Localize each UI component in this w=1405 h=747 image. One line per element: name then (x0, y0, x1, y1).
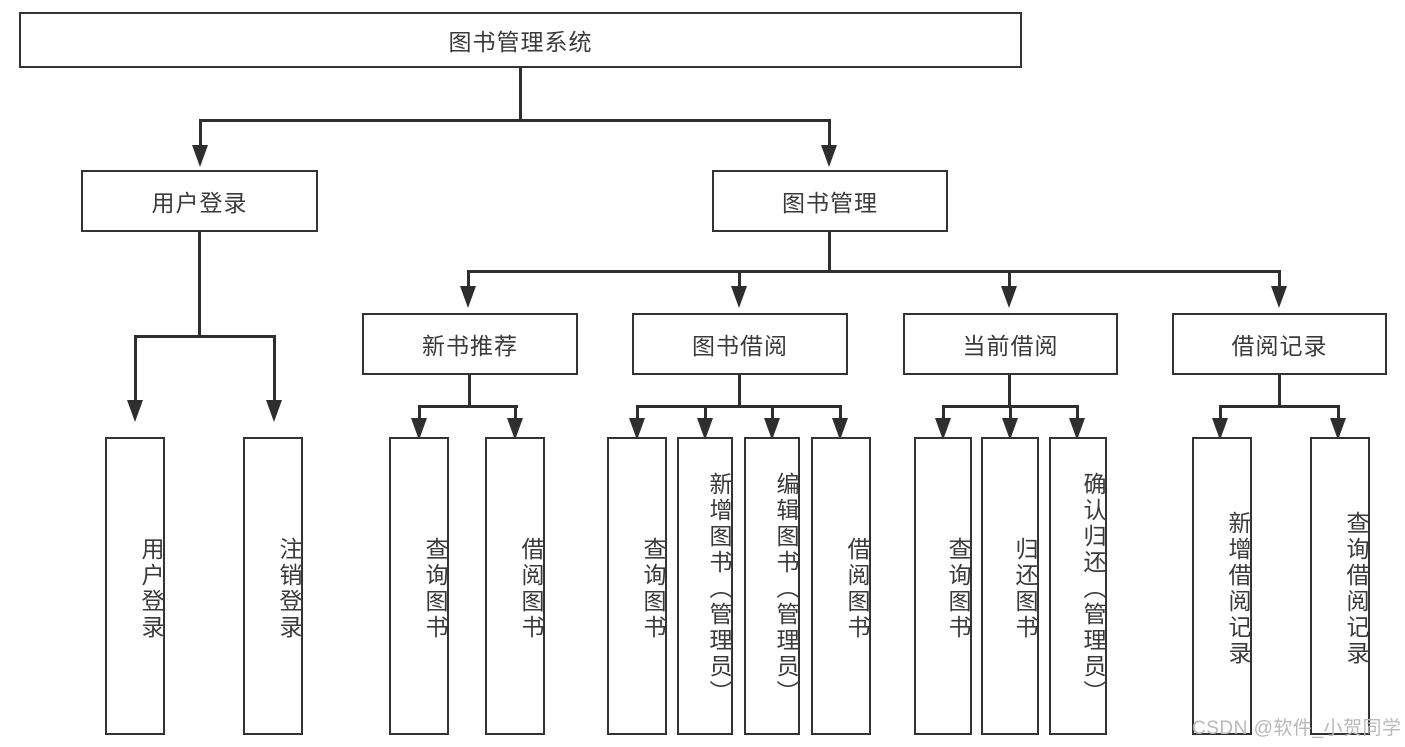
connector-new-book-drop-2 (514, 405, 517, 423)
connector-user-login-drop-2 (273, 335, 276, 405)
leaf-borrow-query-book[interactable]: 查询图书 (607, 437, 667, 735)
arrow-to-leaf-user-login (127, 400, 143, 422)
arrow-to-leaf-query-record (1330, 418, 1346, 440)
node-label: 借阅图书 (518, 537, 544, 641)
leaf-borrow-edit-book[interactable]: 编辑图书（管理员） (744, 437, 800, 735)
node-label: 图书管理 (782, 190, 878, 216)
node-borrow-record[interactable]: 借阅记录 (1172, 313, 1387, 375)
node-label: 编辑图书（管理员） (773, 472, 799, 706)
node-label: 归还图书 (1012, 537, 1038, 641)
connector-user-login-drop-1 (134, 335, 137, 405)
node-label: 借阅图书 (844, 537, 870, 641)
node-label: 借阅记录 (1231, 333, 1328, 359)
leaf-current-query-book[interactable]: 查询图书 (914, 437, 972, 735)
connector-level3-bar (467, 270, 1281, 273)
connector-book-borrow-bar (636, 405, 842, 408)
connector-root-stem (519, 68, 522, 120)
leaf-current-return-book[interactable]: 归还图书 (981, 437, 1039, 735)
connector-borrow-record-drop-2 (1337, 405, 1340, 423)
connector-book-borrow-stem (738, 375, 741, 407)
arrow-to-current-borrow (1001, 286, 1017, 308)
connector-level3-drop-3 (1008, 270, 1011, 290)
connector-new-book-stem (468, 375, 471, 407)
node-label: 新书推荐 (422, 333, 518, 359)
leaf-recommend-query-book[interactable]: 查询图书 (389, 437, 449, 735)
connector-current-borrow-drop-2 (1009, 405, 1012, 423)
node-label: 查询图书 (945, 537, 971, 641)
node-current-borrow[interactable]: 当前借阅 (903, 313, 1118, 375)
connector-new-book-bar (418, 405, 518, 408)
arrow-to-user-login (192, 145, 208, 167)
connector-level3-drop-4 (1278, 270, 1281, 290)
node-label: 查询图书 (422, 537, 448, 641)
node-label: 新增借阅记录 (1225, 511, 1251, 667)
arrow-to-leaf-borrow-book-2 (832, 418, 848, 440)
arrow-to-leaf-edit-book (764, 418, 780, 440)
node-label: 图书借阅 (692, 333, 788, 359)
connector-new-book-drop-1 (418, 405, 421, 423)
connector-user-login-bar (134, 335, 276, 338)
watermark: CSDN @软件_小贺同学 (1192, 718, 1402, 739)
leaf-record-query[interactable]: 查询借阅记录 (1310, 437, 1370, 735)
leaf-record-add[interactable]: 新增借阅记录 (1192, 437, 1252, 735)
connector-level2-drop-right (828, 119, 831, 149)
connector-book-borrow-drop-3 (771, 405, 774, 423)
arrow-to-book-borrow (731, 286, 747, 308)
leaf-current-confirm-return[interactable]: 确认归还（管理员） (1049, 437, 1107, 735)
arrow-to-borrow-record (1271, 286, 1287, 308)
node-label: 用户登录 (151, 190, 248, 216)
node-label: 查询借阅记录 (1343, 511, 1369, 667)
arrow-to-leaf-return-book (1002, 418, 1018, 440)
arrow-to-leaf-logout (266, 400, 282, 422)
connector-user-login-stem (198, 232, 201, 336)
node-label: 注销登录 (276, 537, 302, 641)
node-root-system[interactable]: 图书管理系统 (19, 12, 1022, 68)
node-label: 新增图书（管理员） (706, 472, 732, 706)
connector-book-borrow-drop-4 (839, 405, 842, 423)
arrow-to-book-management (821, 145, 837, 167)
arrow-to-leaf-query-book-2 (629, 418, 645, 440)
arrow-to-leaf-query-book-3 (935, 418, 951, 440)
arrow-to-leaf-add-record (1212, 418, 1228, 440)
connector-level3-drop-1 (467, 270, 470, 290)
node-label: 查询图书 (640, 537, 666, 641)
leaf-borrow-add-book[interactable]: 新增图书（管理员） (677, 437, 733, 735)
connector-current-borrow-drop-3 (1076, 405, 1079, 423)
leaf-logout[interactable]: 注销登录 (243, 437, 303, 735)
node-book-borrow[interactable]: 图书借阅 (632, 313, 848, 375)
connector-book-borrow-drop-1 (636, 405, 639, 423)
node-book-management[interactable]: 图书管理 (712, 170, 948, 232)
leaf-borrow-borrow-book[interactable]: 借阅图书 (811, 437, 871, 735)
connector-borrow-record-stem (1278, 375, 1281, 407)
connector-level2-drop-left (199, 119, 202, 149)
leaf-user-login[interactable]: 用户登录 (105, 437, 165, 735)
arrow-to-new-book-recommend (460, 286, 476, 308)
connector-book-borrow-drop-2 (704, 405, 707, 423)
leaf-recommend-borrow-book[interactable]: 借阅图书 (485, 437, 545, 735)
connector-level3-drop-2 (738, 270, 741, 290)
connector-level2-bar (199, 119, 831, 122)
arrow-to-leaf-add-book (697, 418, 713, 440)
node-label: 用户登录 (138, 537, 164, 641)
connector-borrow-record-drop-1 (1219, 405, 1222, 423)
node-label: 确认归还（管理员） (1080, 472, 1106, 706)
arrow-to-leaf-borrow-book-1 (507, 418, 523, 440)
arrow-to-leaf-confirm-return (1069, 418, 1085, 440)
node-new-book-recommend[interactable]: 新书推荐 (362, 313, 578, 375)
connector-current-borrow-drop-1 (942, 405, 945, 423)
connector-book-management-stem (828, 232, 831, 271)
arrow-to-leaf-query-book-1 (411, 418, 427, 440)
connector-current-borrow-stem (1008, 375, 1011, 407)
node-label: 当前借阅 (962, 333, 1059, 359)
node-label: 图书管理系统 (448, 29, 593, 55)
node-user-login[interactable]: 用户登录 (81, 170, 318, 232)
connector-borrow-record-bar (1219, 405, 1339, 408)
